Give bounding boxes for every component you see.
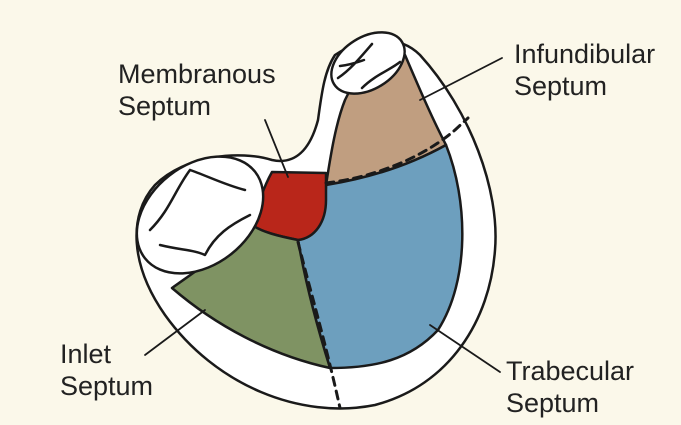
membranous-label-line1: Membranous xyxy=(118,58,276,90)
trabecular-label-line2: Septum xyxy=(506,387,634,419)
infundibular-label-line2: Septum xyxy=(514,70,655,102)
trabecular-septum-label: Trabecular Septum xyxy=(506,355,634,419)
infundibular-septum-label: Infundibular Septum xyxy=(514,38,655,102)
membranous-label-line2: Septum xyxy=(118,90,276,122)
infundibular-label-line1: Infundibular xyxy=(514,38,655,70)
inlet-label-line1: Inlet xyxy=(60,338,153,370)
inlet-septum-label: Inlet Septum xyxy=(60,338,153,402)
trabecular-label-line1: Trabecular xyxy=(506,355,634,387)
membranous-septum-label: Membranous Septum xyxy=(118,58,276,122)
inlet-label-line2: Septum xyxy=(60,370,153,402)
